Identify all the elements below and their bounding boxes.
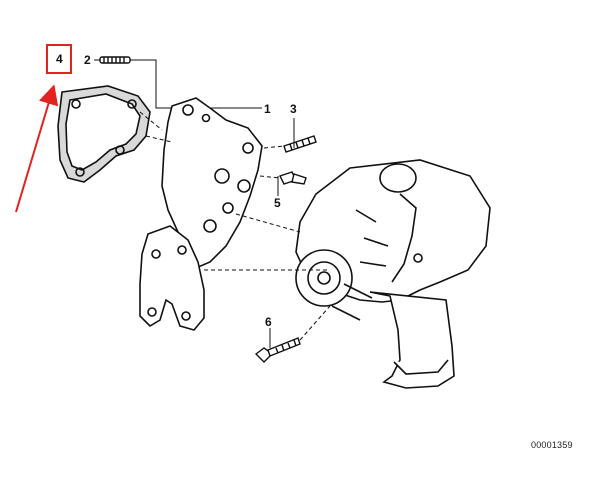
highlight-box	[46, 44, 72, 74]
short-bolt-part	[279, 171, 307, 185]
long-bolt-part	[283, 135, 317, 153]
diagram-code: 00001359	[531, 440, 573, 450]
callout-1: 1	[264, 102, 271, 116]
stud-bolt-part	[99, 56, 131, 64]
callout-4: 4	[56, 52, 63, 66]
callout-2: 2	[84, 53, 91, 67]
callout-6: 6	[265, 315, 272, 329]
gasket-part	[57, 85, 151, 183]
bottom-bolt-part	[254, 337, 301, 363]
highlight-arrow	[15, 84, 59, 213]
callout-5: 5	[274, 196, 281, 210]
leader-lines	[94, 59, 331, 348]
callout-3: 3	[290, 102, 297, 116]
alternator	[295, 159, 491, 389]
mounting-bracket-part	[139, 97, 263, 331]
